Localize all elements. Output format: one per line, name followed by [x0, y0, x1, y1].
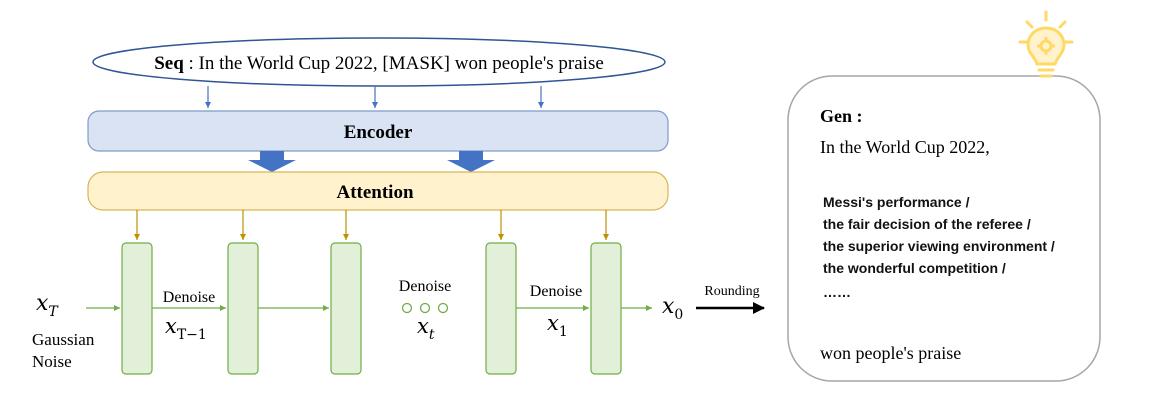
gen-option: …… — [823, 284, 851, 300]
gen-option: the fair decision of the referee / — [823, 216, 1031, 232]
input-var-label: xT — [36, 291, 59, 320]
gaussian-noise-label: Gaussian — [32, 330, 95, 349]
encoder-label: Encoder — [344, 122, 413, 143]
var-t-label: xt — [417, 314, 435, 343]
attention-label: Attention — [336, 182, 413, 203]
denoise-label: Denoise — [530, 283, 582, 300]
ellipsis-dot — [437, 302, 449, 314]
denoise-block — [485, 242, 517, 375]
denoise-block — [330, 242, 362, 375]
ellipsis-dot — [401, 302, 413, 314]
encoder-attention-block-arrow — [248, 151, 296, 172]
lightbulb-icon — [1018, 10, 1074, 78]
rounding-label: Rounding — [704, 284, 759, 299]
encoder-attention-block-arrow — [447, 151, 495, 172]
output-var-label: x0 — [662, 294, 683, 323]
seq-text: Seq : In the World Cup 2022, [MASK] won … — [154, 53, 604, 74]
denoise-block — [590, 242, 622, 375]
gen-suffix: won people's praise — [820, 343, 961, 363]
gaussian-noise-label: Noise — [32, 352, 72, 371]
gen-prefix: In the World Cup 2022, — [820, 137, 990, 157]
gen-box — [787, 75, 1101, 382]
seq-ellipse — [92, 37, 666, 87]
var-t-minus-1-label: xT−1 — [165, 314, 207, 343]
encoder-box — [87, 110, 669, 152]
denoise-block — [121, 242, 153, 375]
gen-options: Messi's performance / the fair decision … — [823, 194, 1055, 300]
denoise-label: Denoise — [399, 278, 451, 295]
attention-box — [87, 171, 669, 211]
gen-option: the superior viewing environment / — [823, 238, 1055, 254]
gen-option: Messi's performance / — [823, 194, 970, 210]
denoise-block — [227, 242, 259, 375]
gen-option: the wonderful competition / — [823, 260, 1006, 276]
gen-title: Gen : — [820, 106, 863, 126]
ellipsis-dot — [419, 302, 431, 314]
denoise-label: Denoise — [163, 289, 215, 306]
var-1-label: x1 — [547, 311, 568, 340]
